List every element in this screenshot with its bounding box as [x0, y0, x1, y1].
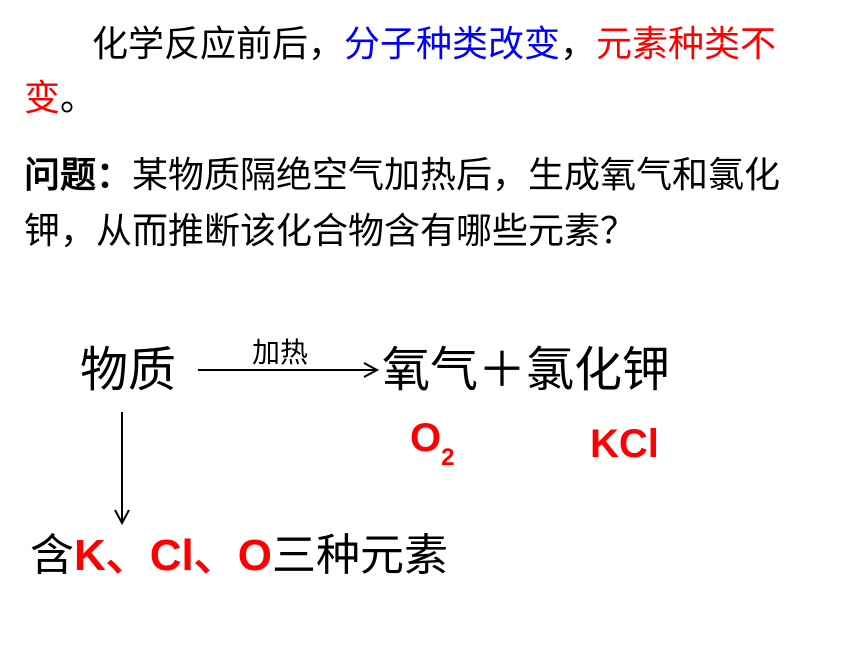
intro-lead: 化学反应前后， — [92, 24, 345, 65]
question-label: 问题： — [24, 155, 133, 196]
conclusion-prefix: 含 — [30, 530, 74, 581]
kcl-formula: KCl — [590, 422, 659, 466]
question-text: 某物质隔绝空气加热后，生成氧气和氯化钾，从而推断该化合物含有哪些元素？ — [24, 155, 781, 252]
separator-2: 、 — [193, 531, 238, 580]
separator-1: 、 — [105, 531, 150, 580]
conclusion-line: 含K、Cl、O三种元素 — [30, 528, 448, 584]
down-arrow-icon — [114, 412, 130, 526]
oxygen-formula-subscript: 2 — [441, 444, 455, 471]
intro-end: 。 — [60, 78, 97, 119]
molecule-change-text: 分子种类改变 — [344, 24, 561, 65]
intro-comma: ， — [560, 24, 597, 65]
reaction-condition: 加热 — [252, 336, 309, 369]
question-paragraph: 问题：某物质隔绝空气加热后，生成氧气和氯化钾，从而推断该化合物含有哪些元素？ — [24, 148, 824, 260]
element-constant-text: 元素种类不变 — [24, 24, 777, 119]
element-cl: Cl — [149, 531, 194, 580]
products-label: 氧气＋氯化钾 — [382, 342, 671, 398]
conclusion-suffix: 三种元素 — [272, 530, 449, 581]
oxygen-formula-base: O — [410, 416, 442, 460]
reactant-label: 物质 — [80, 342, 177, 398]
element-o: O — [237, 531, 273, 580]
reaction-arrow-icon — [198, 362, 380, 378]
element-k: K — [74, 531, 106, 580]
intro-paragraph: 化学反应前后，分子种类改变，元素种类不变。 — [24, 18, 814, 126]
oxygen-formula: O2 — [410, 414, 454, 482]
